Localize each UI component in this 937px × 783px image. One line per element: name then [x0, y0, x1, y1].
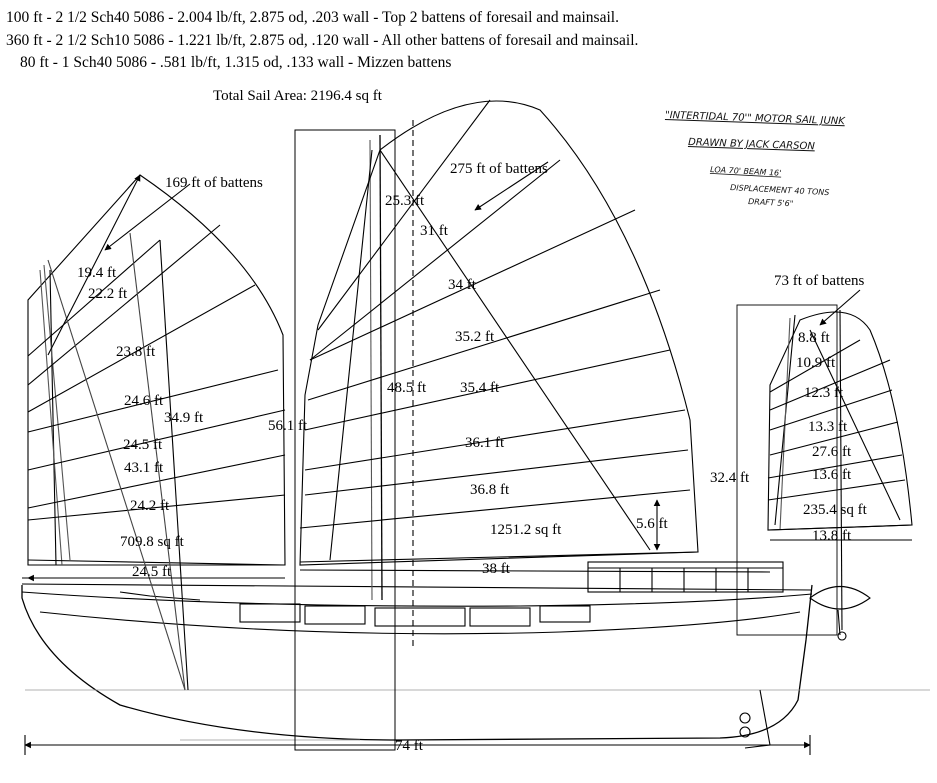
mainsail-batten-2: 31 ft [420, 223, 449, 239]
mainsail-boom-gap: 5.6 ft [636, 516, 668, 532]
mizzen-drawing [736, 289, 913, 636]
foresail-mast-height: 43.1 ft [124, 460, 164, 476]
foresail-batten-6: 24.2 ft [130, 498, 170, 514]
mizzen-batten-2: 10.9 ft [796, 355, 836, 371]
foresail-drawing [22, 174, 286, 691]
mainsail-batten-1: 25.3 ft [385, 193, 425, 209]
title-block-draft: DRAFT 5'6" [748, 197, 794, 208]
title-block-displacement: DISPLACEMENT 40 TONS [730, 183, 830, 197]
mainsail-luff-height: 48.5 ft [387, 380, 427, 396]
hull-length: 74 ft [395, 738, 424, 754]
mainsail-area: 1251.2 sq ft [490, 522, 562, 538]
mainsail-batten-6: 36.1 ft [465, 435, 505, 451]
mainsail-battens-total: 275 ft of battens [450, 161, 548, 177]
title-block-name: "INTERTIDAL 70'" MOTOR SAIL JUNK [665, 110, 847, 127]
mizzen-batten-5: 13.6 ft [812, 467, 852, 483]
mainsail-batten-5: 35.4 ft [460, 380, 500, 396]
spec-line-mizzen-battens: 80 ft - 1 Sch40 5086 - .581 lb/ft, 1.315… [20, 54, 452, 71]
total-sail-area: Total Sail Area: 2196.4 sq ft [213, 88, 383, 104]
foresail-batten-5: 24.5 ft [123, 437, 163, 453]
foresail-batten-1: 19.4 ft [77, 265, 117, 281]
mizzen-luff-height: 27.6 ft [812, 444, 852, 460]
mainsail-batten-4: 35.2 ft [455, 329, 495, 345]
spec-line-other-battens: 360 ft - 2 1/2 Sch10 5086 - 1.221 lb/ft,… [6, 32, 639, 49]
mainsail-batten-3: 34 ft [448, 277, 477, 293]
mainsail-batten-8: 38 ft [482, 561, 511, 577]
title-block-dims: LOA 70' BEAM 16' [710, 165, 782, 178]
foresail-area: 709.8 sq ft [120, 534, 185, 550]
foresail-battens-total: 169 ft of battens [165, 175, 263, 191]
hull-drawing [21, 561, 930, 749]
foresail-batten-4: 24.6 ft [124, 393, 164, 409]
mizzen-battens-total: 73 ft of battens [774, 273, 865, 289]
mainsail-drawing [294, 99, 771, 751]
mainsail-batten-7: 36.8 ft [470, 482, 510, 498]
mizzen-area: 235.4 sq ft [803, 502, 868, 518]
title-block: "INTERTIDAL 70'" MOTOR SAIL JUNK DRAWN B… [665, 110, 847, 208]
mizzen-batten-1: 8.8 ft [798, 330, 830, 346]
mizzen-batten-3: 12.3 ft [804, 385, 844, 401]
foresail-batten-7: 24.5 ft [132, 564, 172, 580]
spec-line-top-battens: 100 ft - 2 1/2 Sch40 5086 - 2.004 lb/ft,… [6, 9, 619, 26]
mizzen-batten-6: 13.8 ft [812, 528, 852, 544]
foresail-batten-2: 22.2 ft [88, 286, 128, 302]
foresail-batten-3: 23.8 ft [116, 344, 156, 360]
mizzen-batten-4: 13.3 ft [808, 419, 848, 435]
foresail-luff-diagonal: 34.9 ft [164, 410, 204, 426]
mainsail-mast-height: 56.1 ft [268, 418, 308, 434]
mizzen-mast-height: 32.4 ft [710, 470, 750, 486]
title-block-drawn-by: DRAWN BY JACK CARSON [688, 137, 816, 152]
